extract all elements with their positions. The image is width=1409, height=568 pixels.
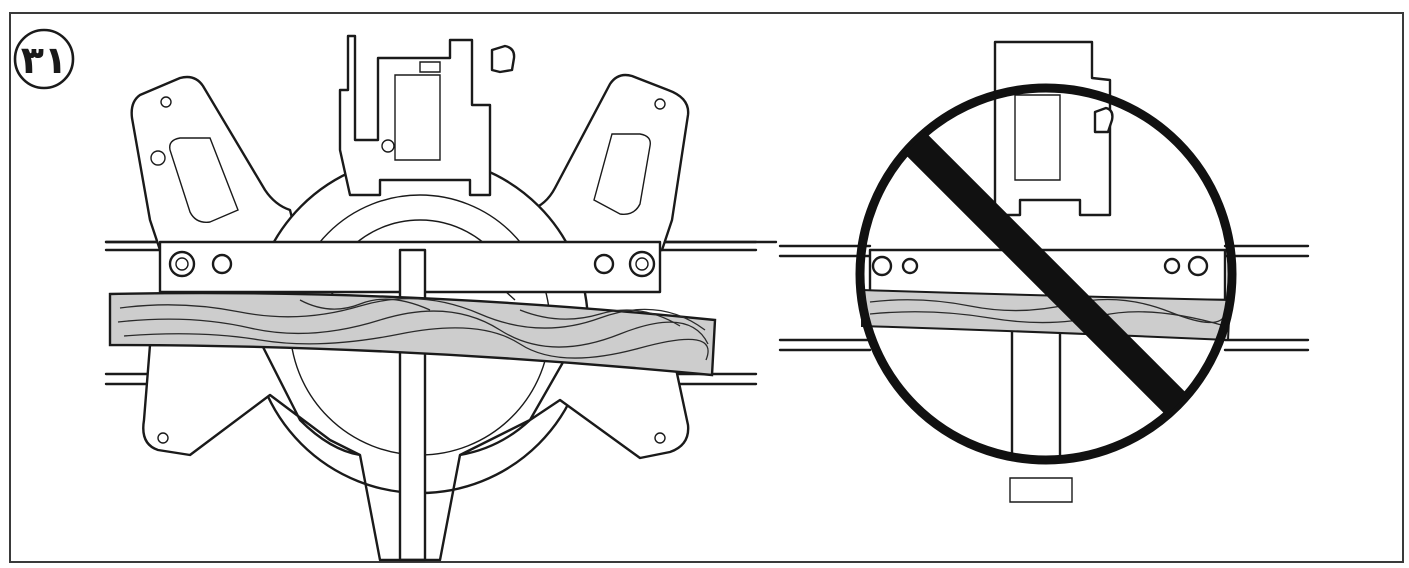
saw-head-right	[993, 40, 1112, 217]
base-left-wing	[130, 75, 302, 252]
figure-number: ٣١	[21, 38, 67, 82]
prohibition-icon	[855, 83, 1237, 465]
figure-number-badge: ٣١	[13, 28, 75, 90]
base-lower	[142, 343, 690, 562]
wood-board-right	[861, 288, 1232, 342]
saw-head	[338, 34, 492, 197]
fence-bolts	[168, 250, 656, 278]
fence-rails-right	[778, 244, 1310, 352]
wood-board	[108, 291, 717, 377]
